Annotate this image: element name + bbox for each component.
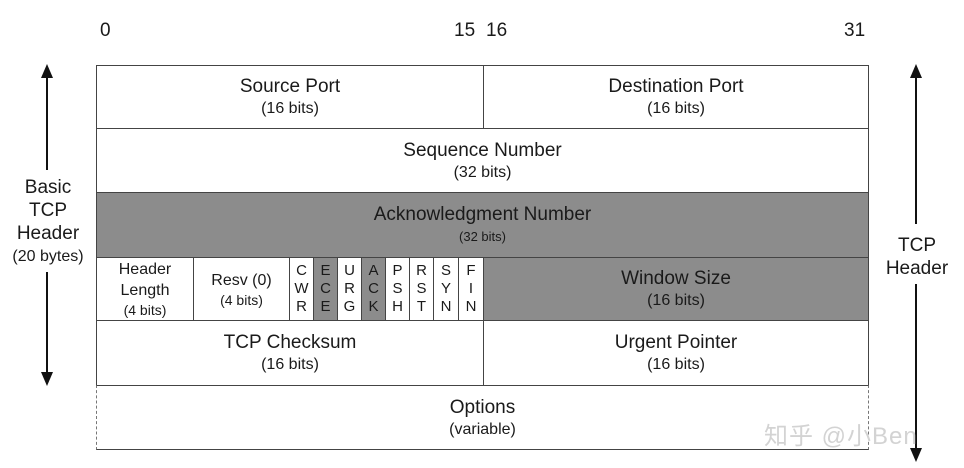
window-size-name: Window Size bbox=[621, 268, 731, 289]
header-length-line1: Header bbox=[118, 261, 172, 278]
resv-name: Resv (0) bbox=[211, 271, 272, 289]
flag-psh-char1: P bbox=[392, 262, 403, 279]
basic-label-line1: Basic bbox=[24, 177, 72, 198]
flag-urg-char2: R bbox=[344, 280, 355, 297]
basic-label-line2: TCP bbox=[29, 200, 67, 221]
field-options: Options (variable) bbox=[96, 385, 869, 450]
flag-ece-char2: C bbox=[320, 280, 331, 297]
options-size: (variable) bbox=[449, 420, 516, 438]
bit-number-15: 15 bbox=[454, 20, 476, 41]
basic-tcp-header-label: Basic TCP Header (20 bytes) bbox=[0, 176, 96, 268]
tcp-label-line2: Header bbox=[885, 258, 949, 279]
flag-cwr-char3: R bbox=[296, 298, 307, 315]
field-tcp-checksum: TCP Checksum (16 bits) bbox=[96, 320, 484, 386]
sequence-number-name: Sequence Number bbox=[403, 139, 562, 161]
flag-rst-char2: S bbox=[416, 280, 427, 297]
flag-ack-char2: C bbox=[368, 280, 379, 297]
options-name: Options bbox=[449, 396, 516, 418]
flag-cwr-char2: W bbox=[294, 280, 309, 297]
flag-syn-char2: Y bbox=[440, 280, 451, 297]
flag-ack-char1: A bbox=[368, 262, 379, 279]
flag-syn-char3: N bbox=[440, 298, 452, 315]
flag-urg: U R G bbox=[337, 257, 362, 321]
flag-ack: A C K bbox=[361, 257, 386, 321]
header-length-line2: Length bbox=[120, 282, 170, 299]
acknowledgment-number-name: Acknowledgment Number bbox=[373, 204, 592, 225]
urgent-pointer-size: (16 bits) bbox=[647, 356, 705, 373]
flag-ece-char3: E bbox=[320, 298, 331, 315]
basic-label-line3: Header bbox=[16, 223, 80, 244]
urgent-pointer-name: Urgent Pointer bbox=[614, 332, 738, 353]
source-port-size: (16 bits) bbox=[261, 100, 319, 117]
resv-size: (4 bits) bbox=[220, 291, 263, 308]
watermark: 知乎 @小Ben bbox=[764, 423, 918, 450]
flag-rst-char3: T bbox=[416, 298, 427, 315]
tcp-header-label: TCP Header bbox=[872, 234, 962, 280]
flag-fin: F I N bbox=[458, 257, 484, 321]
window-size-size: (16 bits) bbox=[647, 292, 705, 309]
basic-label-size: (20 bytes) bbox=[12, 248, 84, 265]
flag-urg-char1: U bbox=[344, 262, 355, 279]
tcp-checksum-size: (16 bits) bbox=[261, 356, 319, 373]
flag-cwr-char1: C bbox=[296, 262, 307, 279]
flag-psh: P S H bbox=[385, 257, 410, 321]
bit-number-0: 0 bbox=[100, 20, 111, 41]
flag-psh-char3: H bbox=[392, 298, 403, 315]
tcp-header-arrow bbox=[910, 64, 922, 462]
field-resv: Resv (0) (4 bits) bbox=[193, 257, 290, 321]
sequence-number-size: (32 bits) bbox=[453, 163, 512, 181]
flag-ece-char1: E bbox=[320, 262, 331, 279]
field-destination-port: Destination Port (16 bits) bbox=[483, 65, 869, 129]
tcp-label-line1: TCP bbox=[898, 235, 936, 256]
flag-fin-char3: N bbox=[465, 298, 477, 315]
field-acknowledgment-number: Acknowledgment Number (32 bits) bbox=[96, 192, 869, 258]
flag-ece: E C E bbox=[313, 257, 338, 321]
flag-ack-char3: K bbox=[368, 298, 379, 315]
acknowledgment-number-size: (32 bits) bbox=[459, 229, 506, 244]
flag-rst-char1: R bbox=[416, 262, 427, 279]
field-source-port: Source Port (16 bits) bbox=[96, 65, 484, 129]
field-header-length: Header Length (4 bits) bbox=[96, 257, 194, 321]
flag-urg-char3: G bbox=[343, 298, 356, 315]
tcp-checksum-name: TCP Checksum bbox=[223, 332, 357, 353]
flag-syn-char1: S bbox=[440, 262, 451, 279]
destination-port-size: (16 bits) bbox=[647, 100, 705, 117]
field-window-size: Window Size (16 bits) bbox=[483, 257, 869, 321]
field-urgent-pointer: Urgent Pointer (16 bits) bbox=[483, 320, 869, 386]
flag-rst: R S T bbox=[409, 257, 434, 321]
bit-number-31: 31 bbox=[844, 20, 866, 41]
flag-fin-char2: I bbox=[468, 280, 474, 297]
basic-header-arrow bbox=[41, 64, 53, 386]
flag-cwr: C W R bbox=[289, 257, 314, 321]
field-sequence-number: Sequence Number (32 bits) bbox=[96, 128, 869, 193]
source-port-name: Source Port bbox=[239, 76, 341, 97]
flag-fin-char1: F bbox=[466, 262, 476, 279]
flag-psh-char2: S bbox=[392, 280, 403, 297]
destination-port-name: Destination Port bbox=[608, 76, 744, 97]
bit-number-16: 16 bbox=[486, 20, 508, 41]
header-length-size: (4 bits) bbox=[123, 302, 167, 318]
flag-syn: S Y N bbox=[433, 257, 459, 321]
